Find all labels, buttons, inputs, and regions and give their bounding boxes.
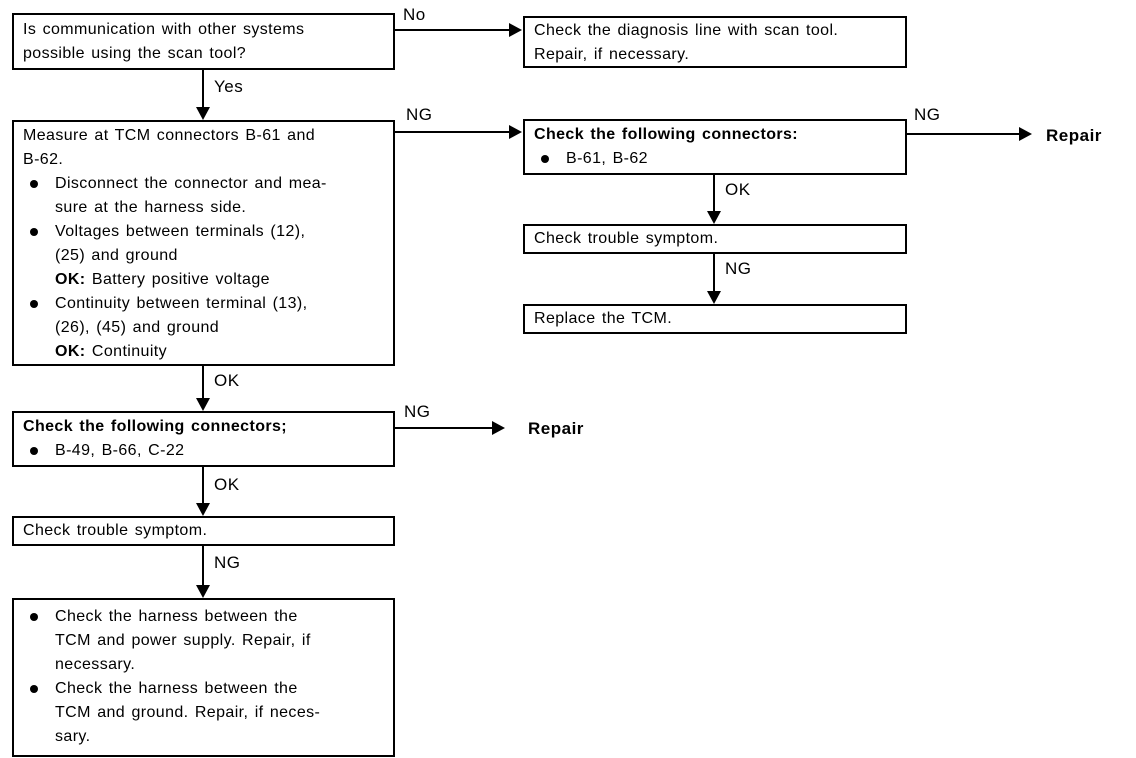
node-replace-tcm: Replace the TCM. (523, 304, 907, 334)
bullet-row: Continuity between terminal (13), (23, 292, 385, 316)
bullet-row: B-49, B-66, C-22 (23, 439, 385, 463)
edge-label-no: No (403, 5, 426, 24)
ok-label: OK: (55, 271, 86, 288)
bullet-continuation: sure at the harness side. (55, 199, 247, 216)
node-title: Check the following connectors: (534, 126, 799, 143)
node-text-line: Measure at TCM connectors B-61 and (23, 127, 316, 144)
bullet-text: Continuity between terminal (13), (55, 295, 308, 312)
node-text-line: Repair, if necessary. (534, 46, 690, 63)
arrow-ng-line (395, 427, 492, 429)
ok-label: OK: (55, 343, 86, 360)
bullet-icon (30, 685, 38, 693)
bullet-continuation: (26), (45) and ground (55, 319, 220, 336)
node-measure-tcm: Measure at TCM connectors B-61 and B-62.… (12, 120, 395, 366)
edge-label-ng: NG (214, 553, 241, 572)
edge-label-ok: OK (725, 180, 751, 199)
node-title: Check the following connectors; (23, 418, 288, 435)
arrow-yes-line (202, 70, 204, 108)
bullet-text: Check the harness between the (55, 608, 298, 625)
bullet-icon (30, 300, 38, 308)
edge-label-ok: OK (214, 371, 240, 390)
node-text-line: Replace the TCM. (534, 310, 673, 327)
bullet-continuation: TCM and power supply. Repair, if (55, 632, 311, 649)
arrow-ok-line (202, 366, 204, 399)
bullet-row: Voltages between terminals (12), (23, 220, 385, 244)
arrow-down-icon (196, 107, 210, 120)
arrow-right-icon (492, 421, 505, 435)
arrow-ok-line (713, 175, 715, 212)
bullet-continuation: (25) and ground (55, 247, 178, 264)
bullet-icon (541, 155, 549, 163)
arrow-ng-line (202, 546, 204, 585)
node-text-line: B-62. (23, 151, 64, 168)
arrow-right-icon (1019, 127, 1032, 141)
bullet-continuation: sary. (55, 728, 91, 745)
arrow-down-icon (707, 211, 721, 224)
bullet-row: Check the harness between the (23, 677, 385, 701)
edge-label-ng: NG (914, 105, 941, 124)
node-text-line: Check trouble symptom. (534, 230, 719, 247)
node-text-line: Check trouble symptom. (23, 522, 208, 539)
node-text-line: possible using the scan tool? (23, 45, 247, 62)
arrow-no-line (395, 29, 509, 31)
node-scan-tool-question: Is communication with other systems poss… (12, 13, 395, 70)
edge-label-yes: Yes (214, 77, 244, 96)
node-check-trouble-symptom-right: Check trouble symptom. (523, 224, 907, 254)
node-check-connectors-b49-b66-c22: Check the following connectors; B-49, B-… (12, 411, 395, 467)
bullet-text: Check the harness between the (55, 680, 298, 697)
arrow-ng-line (713, 254, 715, 291)
ok-result-row: OK: Continuity (23, 340, 385, 364)
node-check-trouble-symptom-left: Check trouble symptom. (12, 516, 395, 546)
edge-label-ng: NG (404, 402, 431, 421)
bullet-row: Disconnect the connector and mea- (23, 172, 385, 196)
terminal-repair-right: Repair (1046, 126, 1102, 145)
arrow-ok-line (202, 467, 204, 504)
node-text-line: Check the diagnosis line with scan tool. (534, 22, 839, 39)
bullet-icon (30, 447, 38, 455)
node-text-line: Is communication with other systems (23, 21, 305, 38)
arrow-down-icon (196, 398, 210, 411)
ok-text: Battery positive voltage (91, 271, 270, 288)
arrow-ng-line (395, 131, 509, 133)
bullet-continuation: necessary. (55, 656, 136, 673)
bullet-continuation: TCM and ground. Repair, if neces- (55, 704, 321, 721)
bullet-icon (30, 613, 38, 621)
edge-label-ng: NG (406, 105, 433, 124)
node-check-harness: Check the harness between the TCM and po… (12, 598, 395, 757)
bullet-row: Check the harness between the (23, 605, 385, 629)
arrow-down-icon (707, 291, 721, 304)
arrow-down-icon (196, 585, 210, 598)
bullet-text: B-61, B-62 (566, 150, 648, 167)
arrow-down-icon (196, 503, 210, 516)
arrow-right-icon (509, 23, 522, 37)
bullet-text: B-49, B-66, C-22 (55, 442, 185, 459)
node-check-connectors-b61-b62: Check the following connectors: B-61, B-… (523, 119, 907, 175)
bullet-icon (30, 180, 38, 188)
ok-text: Continuity (91, 343, 168, 360)
bullet-text: Disconnect the connector and mea- (55, 175, 327, 192)
node-check-diagnosis-line: Check the diagnosis line with scan tool.… (523, 16, 907, 68)
edge-label-ok: OK (214, 475, 240, 494)
edge-label-ng: NG (725, 259, 752, 278)
bullet-text: Voltages between terminals (12), (55, 223, 306, 240)
arrow-ng-line (907, 133, 1019, 135)
terminal-repair-left: Repair (528, 419, 584, 438)
bullet-icon (30, 228, 38, 236)
arrow-right-icon (509, 125, 522, 139)
bullet-row: B-61, B-62 (534, 147, 897, 171)
ok-result-row: OK: Battery positive voltage (23, 268, 385, 292)
